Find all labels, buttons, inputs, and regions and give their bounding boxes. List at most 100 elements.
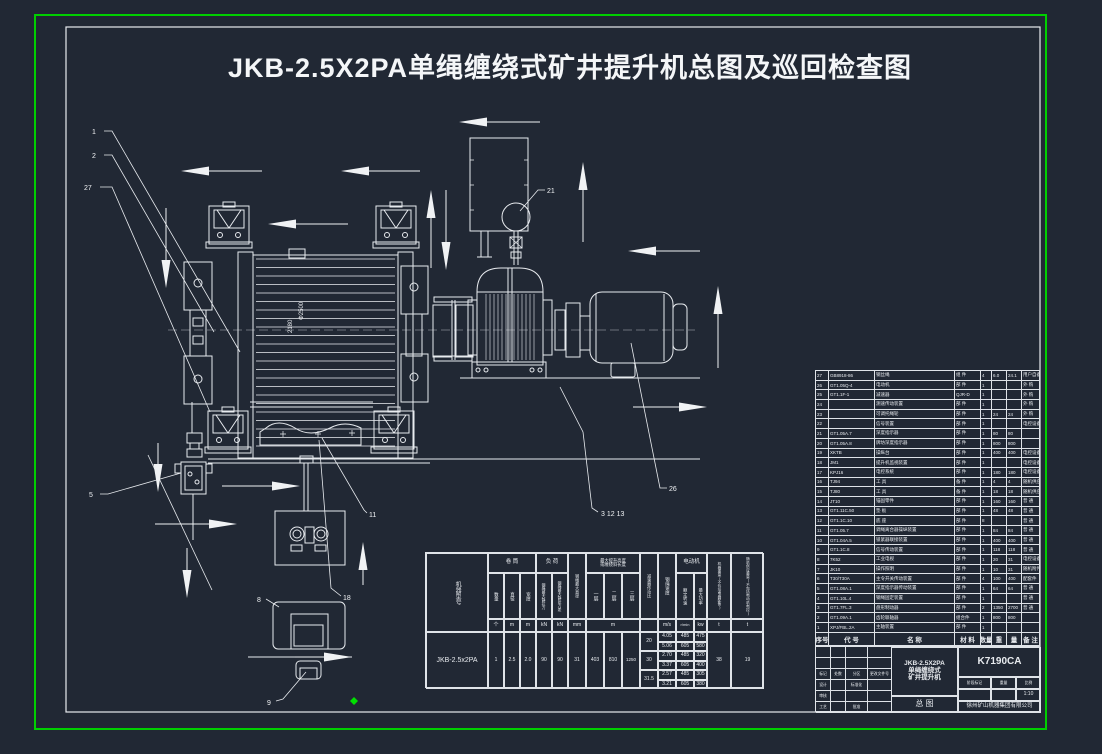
- bom-remark: 外 购: [1023, 411, 1034, 417]
- bom-material: 部 件: [955, 603, 981, 613]
- bom-total-weight: 118: [1007, 545, 1022, 555]
- bom-remark: 普 通: [1023, 546, 1034, 552]
- spec-val-weight2: 19: [731, 632, 764, 689]
- bom-header-seq: 序号: [816, 632, 829, 646]
- bom-unit-weight: 180: [992, 467, 1007, 477]
- spec-unit-speed: m/s: [658, 619, 676, 632]
- bom-remark: 电控设备: [1023, 420, 1039, 426]
- spec-speed-r1: 4.05: [658, 632, 676, 642]
- bom-qty: 4: [981, 574, 992, 584]
- bom-name: 电动机: [875, 380, 955, 390]
- bom-unit-weight: [992, 380, 1007, 390]
- bom-material: 部 件: [955, 409, 981, 419]
- bom-seq: 20: [816, 438, 829, 448]
- bom-unit-weight: [992, 622, 1007, 632]
- bom-total-weight: 18: [1007, 487, 1022, 496]
- bom-total-weight: 48: [1007, 506, 1022, 516]
- bom-qty: 1: [981, 477, 992, 487]
- bom-remark: [1022, 439, 1039, 448]
- drum-width-dim: 2180: [288, 319, 294, 333]
- bom-seq: 8: [816, 555, 829, 564]
- spec-speed-r4: 3.37: [658, 660, 676, 670]
- bom-row: 22 信号装置 部 件 1 电控设备: [816, 419, 1039, 430]
- bom-qty: 1: [981, 564, 992, 574]
- spec-group-height-line2: 或缠绕斜长度: [600, 562, 626, 567]
- bom-row: 21 GT1.05A.7 深度指示器 部 件 1 80 80: [816, 429, 1039, 439]
- bom-code: GT1.08A.1: [829, 584, 875, 593]
- bom-qty: 1: [981, 487, 992, 496]
- spec-val-qty: 1: [488, 632, 504, 689]
- bom-seq: 13: [816, 506, 829, 516]
- spec-speed-r2: 5.06: [658, 641, 676, 651]
- bom-name: 牌坊深度指示器: [875, 438, 955, 448]
- bom-remark: 普 通: [1023, 604, 1034, 610]
- spec-speed-r3: 2.70: [658, 651, 676, 661]
- title-block-row: [816, 658, 891, 669]
- scale-label: 比例: [1016, 677, 1041, 689]
- bearing-pedestal: [372, 201, 420, 249]
- bom-qty: 1: [981, 584, 992, 593]
- product-name-cell: JKB-2.5X2PA 单绳缠绕式 矿井提升机: [891, 647, 958, 696]
- bom-code: GT1.05.7: [829, 526, 875, 535]
- bom-material: 部 件: [955, 419, 981, 429]
- bom-material: 部 件: [955, 400, 981, 409]
- bom-seq: 2: [816, 613, 829, 622]
- bom-seq: 5: [816, 584, 829, 593]
- bom-remark: 电控设备: [1023, 459, 1039, 465]
- bom-code: GT1.05A.8: [829, 438, 875, 448]
- spec-group-height-line1: 最大提升高度: [600, 557, 626, 563]
- spec-col-pull-diff: 钢绳最大静张力差: [552, 573, 568, 619]
- spec-rpm-r4: 605: [676, 660, 694, 670]
- bom-seq: 24: [816, 400, 829, 409]
- bom-name: 操作照明: [875, 564, 955, 574]
- spec-power-r1: 475: [694, 632, 707, 642]
- bom-qty: 1: [981, 390, 992, 400]
- bom-total-weight: 800: [1007, 438, 1022, 448]
- bom-unit-weight: [992, 400, 1007, 409]
- bom-material: 备 件: [955, 477, 981, 487]
- bom-seq: 6: [816, 574, 829, 584]
- bom-unit-weight: 20: [992, 555, 1007, 564]
- bom-code: XPJ/FBL.2A: [829, 622, 875, 632]
- bom-code: GT1.05Q-4: [829, 380, 875, 390]
- spec-val-layer1: 403: [586, 632, 604, 689]
- bom-remark: [1022, 623, 1039, 632]
- bom-row: 18 JM1 提升机监视装置 部 件 1 电控设备: [816, 458, 1039, 468]
- callout-1: 1: [92, 129, 96, 136]
- selection-grip: [350, 697, 358, 705]
- bom-code: KPJ16: [829, 467, 875, 477]
- bom-total-weight: 800: [1007, 613, 1022, 622]
- bom-qty: 1: [981, 448, 992, 458]
- bom-qty: 1: [981, 419, 992, 429]
- bom-row: 27 GB8918-86 钢丝绳 组 件 4 6.0 24.1 用户自备: [816, 371, 1039, 381]
- bom-material: QJR-D: [955, 390, 981, 400]
- stage-mark-value: [958, 689, 991, 701]
- bom-remark: 普 通: [1023, 507, 1034, 513]
- bom-unit-weight: 6.0: [992, 371, 1007, 380]
- bom-name: 工 具: [875, 477, 955, 487]
- bom-unit-weight: 118: [992, 545, 1007, 555]
- bom-total-weight: [1007, 622, 1022, 632]
- drawing-title: JKB-2.5X2PA单绳缠绕式矿井提升机总图及巡回检查图: [227, 53, 913, 83]
- bom-name: 工业电视: [875, 555, 955, 564]
- bom-total-weight: 84: [1007, 526, 1022, 535]
- bom-seq: 17: [816, 467, 829, 477]
- bom-qty: 1: [981, 526, 992, 535]
- bom-seq: 14: [816, 496, 829, 506]
- bom-header-weight2: 量: [1007, 632, 1022, 646]
- spec-unit-ratio: [640, 619, 658, 632]
- bom-qty: 1: [981, 535, 992, 545]
- bom-qty: 1: [981, 458, 992, 467]
- bom-row: 16 TJ94 工 具 备 件 1 4 4 随机供应: [816, 477, 1039, 488]
- bom-row: 8 7K52 工业电视 部 件 1 20 31 电控设备: [816, 555, 1039, 565]
- spec-unit-qty: 个: [488, 619, 504, 632]
- bom-total-weight: 64: [1007, 584, 1022, 593]
- hoist-assembly: [100, 117, 723, 705]
- spec-speed-r6: 3.21: [658, 679, 676, 689]
- callout-3-12-13: 3 12 13: [601, 511, 624, 518]
- title-block-row: 审核: [816, 691, 891, 702]
- bom-unit-weight: 400: [992, 448, 1007, 458]
- spec-group-motor: 电动机: [676, 553, 707, 573]
- bom-code: GB8918-86: [829, 371, 875, 380]
